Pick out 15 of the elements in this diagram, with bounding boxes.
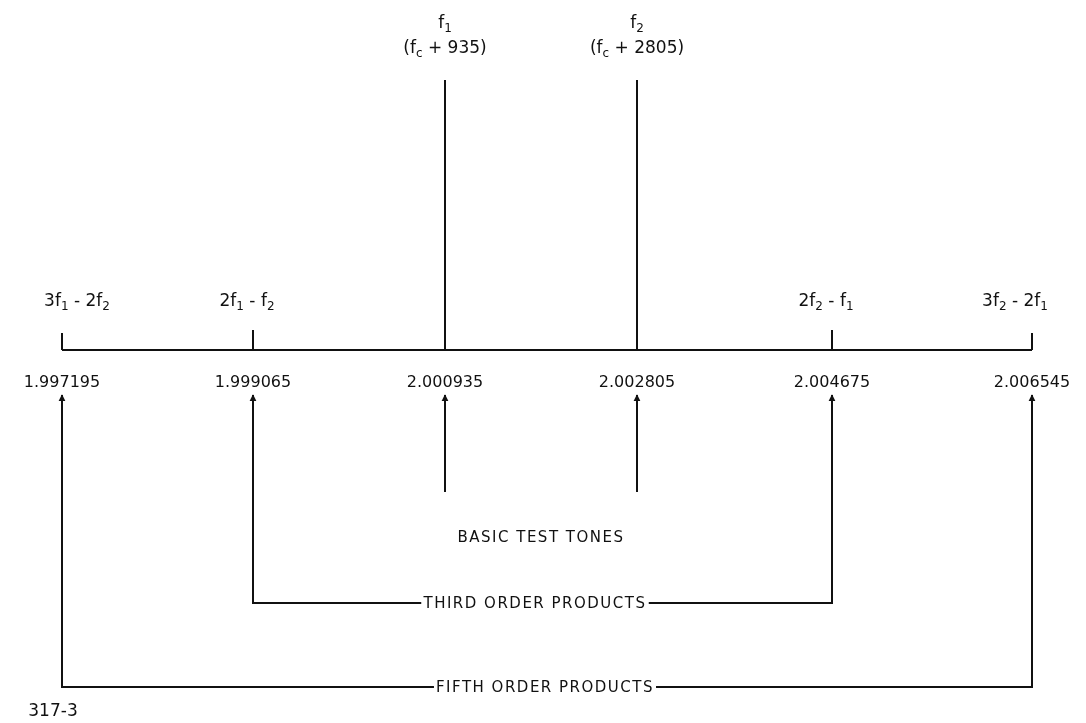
arrow xyxy=(249,394,423,604)
arrow xyxy=(58,394,435,688)
frequency-label: (f$_{c}$ + 935) xyxy=(403,37,487,60)
frequency-label: 3f$_{2}$ - 2f$_{1}$ xyxy=(982,290,1048,313)
arrow xyxy=(633,394,641,493)
frequency-label: 2f$_{1}$ - f$_{2}$ xyxy=(219,290,275,313)
frequency-label: 2f$_{2}$ - f$_{1}$ xyxy=(798,290,854,313)
frequency-label: f$_{2}$ xyxy=(630,12,644,35)
arrow xyxy=(655,394,1036,688)
arrow xyxy=(647,394,836,604)
frequency-label: f$_{1}$ xyxy=(438,12,452,35)
figure-number: 317-3 xyxy=(28,700,78,720)
frequency-label: (f$_{c}$ + 2805) xyxy=(589,37,685,60)
frequency-label: 3f$_{1}$ - 2f$_{2}$ xyxy=(44,290,110,313)
arrow xyxy=(441,394,449,493)
